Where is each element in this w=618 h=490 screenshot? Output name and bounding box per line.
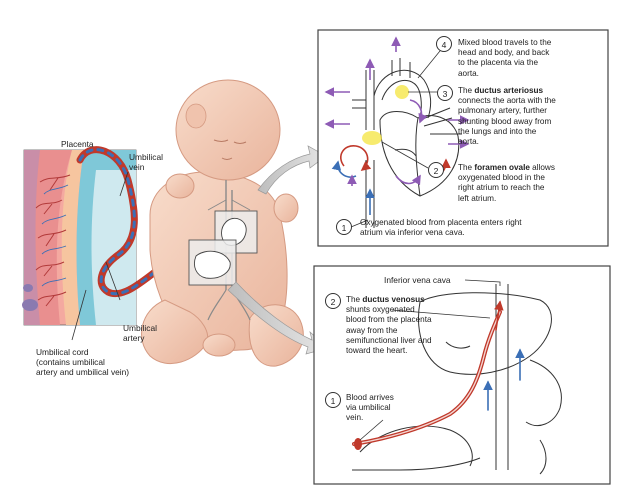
- inferior-vena-cava-label: Inferior vena cava: [384, 275, 451, 285]
- step-4-marker: 4: [436, 36, 452, 52]
- foramen-ovale-term: foramen ovale: [474, 163, 530, 172]
- step-1-caption: Oxygenated blood from placenta enters ri…: [360, 218, 522, 238]
- umbilical-vein-label: Umbilical vein: [129, 152, 163, 172]
- liver-panel-frame: [313, 265, 611, 485]
- liver-step-1-marker: 1: [325, 392, 341, 408]
- ductus-venosus-term: ductus venosus: [362, 295, 425, 304]
- umbilical-cord-label: Umbilical cord (contains umbilical arter…: [36, 347, 130, 377]
- step-4-caption: Mixed blood travels to the head and body…: [458, 38, 552, 78]
- step-3-marker: 3: [437, 85, 453, 101]
- liver-step-2-marker: 2: [325, 293, 341, 309]
- step-1-marker: 1: [336, 219, 352, 235]
- umbilical-artery-label: Umbilical artery: [123, 323, 157, 343]
- foramen-ovale-highlight: [362, 131, 382, 145]
- ductus-arteriosus-term: ductus arteriosus: [474, 86, 544, 95]
- ductus-arteriosus-highlight: [395, 85, 409, 99]
- liver-flow-vessels: [352, 300, 525, 450]
- placenta-cross-section: [22, 149, 137, 326]
- liver-step-1-caption: Blood arrives via umbilical vein.: [346, 393, 394, 423]
- step-2-caption: The foramen ovale allows oxygenated bloo…: [458, 163, 555, 203]
- step-2-marker: 2: [428, 162, 444, 178]
- liver-step-2-caption: The ductus venosus shunts oxygenated blo…: [346, 295, 432, 356]
- fetus-figure: [141, 79, 304, 367]
- step-3-caption: The ductus arteriosus connects the aorta…: [458, 86, 556, 147]
- liver-drawing: [352, 284, 562, 475]
- placenta-label: Placenta: [61, 139, 94, 149]
